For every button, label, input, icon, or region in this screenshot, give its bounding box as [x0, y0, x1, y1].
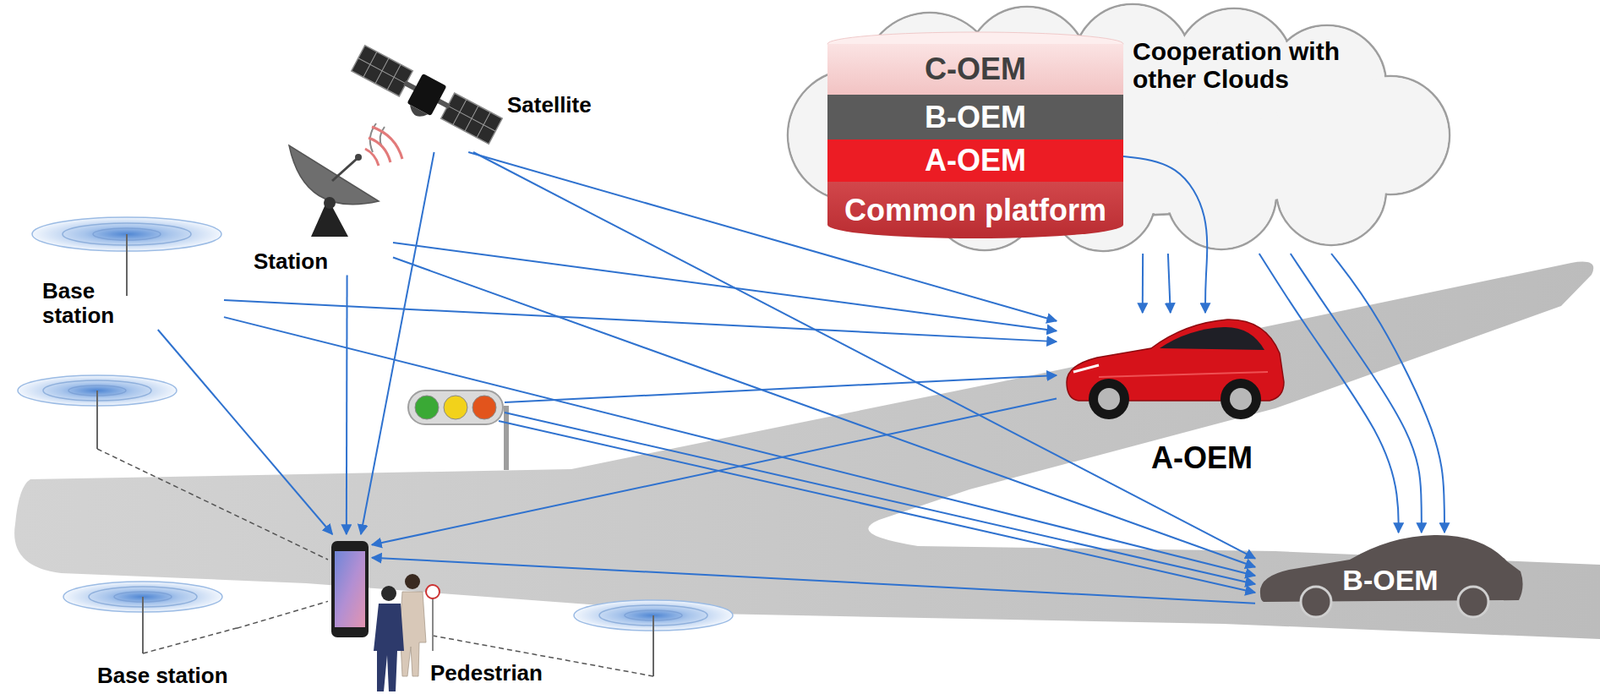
data-arrow: [360, 152, 435, 535]
traffic-light-arrow: [498, 375, 1256, 593]
cloud-fill: [1277, 136, 1385, 244]
base-station-icon: [652, 615, 655, 677]
cloud-fill: [788, 5, 1448, 250]
data-arrow: [371, 557, 1256, 604]
station-dish: [289, 145, 379, 205]
car-wheel: [1300, 586, 1332, 618]
data-arrow: [223, 300, 1057, 342]
base-station-icon: [17, 375, 177, 449]
satellite-icon: [347, 43, 504, 153]
station-dish: [371, 126, 403, 159]
base-station-icon: [125, 234, 128, 296]
road: [14, 262, 1600, 639]
smartphone: [331, 540, 369, 638]
pedestrian-node: Pedestrian: [327, 534, 372, 641]
node-label: Station: [253, 249, 328, 274]
traffic-light-arrow: [504, 412, 1256, 585]
car-wheel: [1458, 586, 1489, 618]
node-label: Base station: [42, 278, 119, 328]
pedestrian-figure: [431, 591, 434, 651]
red-car: [1066, 319, 1284, 420]
station-dish: [323, 196, 336, 209]
red-car: [1073, 365, 1099, 372]
station-dish: [332, 158, 357, 181]
station-dish: [354, 153, 362, 161]
smartphone: [331, 540, 369, 638]
data-arrow: [1331, 253, 1445, 533]
red-car: [1097, 387, 1120, 410]
platform-layer: B-OEM: [827, 94, 1124, 140]
data-arrow: [345, 275, 349, 535]
vehicle-node: B-OEM: [1255, 532, 1526, 619]
platform-layer: C-OEM: [827, 43, 1124, 95]
red-car: [1220, 378, 1262, 420]
layer-label: B-OEM: [924, 100, 1027, 135]
dashed-link: [142, 627, 237, 654]
satellite-icon: [406, 104, 428, 121]
pedestrian-figure: [398, 591, 426, 677]
pedestrian-figure: [373, 603, 405, 692]
smartphone: [334, 551, 366, 628]
platform-layer: Common platform: [827, 181, 1124, 239]
node-label: B-OEM: [1342, 564, 1438, 596]
pedestrian-figure: [425, 584, 440, 599]
dashed-link: [97, 448, 328, 560]
red-car: [1098, 371, 1268, 377]
platform-layer: A-OEM: [827, 139, 1124, 182]
data-arrow: [371, 398, 1057, 545]
data-arrow: [158, 329, 333, 535]
pedestrian-figure: [381, 585, 397, 601]
red-car: [1088, 378, 1130, 420]
station-dish: [365, 148, 379, 166]
data-arrow: [1259, 253, 1399, 533]
satellite-node: Satellite: [350, 52, 596, 153]
data-arrow: [223, 316, 1256, 576]
data-arrow: [1141, 253, 1144, 313]
traffic-light-arrow: [498, 420, 1256, 593]
traffic-light: [443, 395, 468, 420]
traffic-light: [415, 395, 439, 420]
cloud-fill: [1167, 140, 1275, 248]
layer-label: A-OEM: [924, 143, 1027, 178]
red-car: [1159, 327, 1265, 350]
base-station-icon: [573, 600, 733, 677]
base-station-icon: [96, 390, 99, 449]
node-label: Pedestrian: [430, 660, 543, 686]
traffic-light: [408, 390, 509, 470]
pedestrian-figure: [404, 573, 421, 590]
node-label: Satellite: [507, 92, 592, 118]
station-dish: [289, 126, 403, 237]
node-label: A-OEM: [1151, 441, 1253, 476]
station-dish: [365, 126, 403, 166]
station-dish: [368, 137, 391, 163]
data-arrow: [393, 257, 1256, 568]
base-station-node: Base station: [29, 215, 224, 330]
cloud-outline: [787, 4, 1450, 252]
traffic-light-arrow: [504, 375, 1057, 403]
satellite-icon: [351, 45, 503, 144]
traffic-light: [503, 405, 509, 470]
data-arrow: [1168, 253, 1171, 313]
data-arrow: [1290, 253, 1422, 533]
layer-label: C-OEM: [924, 52, 1027, 87]
data-arrow: [393, 242, 1057, 331]
node-label: Cooperation with other Clouds: [1132, 37, 1387, 93]
layer-label: Common platform: [844, 193, 1107, 228]
cloud-node: Cooperation with other Clouds C-OEM B-OEM A…: [773, 0, 1454, 254]
station-node: Station: [249, 126, 394, 276]
traffic-light: [472, 395, 497, 420]
red-car: [1229, 387, 1252, 410]
base-station-icon: [63, 581, 223, 654]
base-station-node: Base station: [59, 574, 237, 690]
dashed-link: [236, 600, 328, 628]
node-label: Base station: [97, 663, 229, 689]
vehicle-node: A-OEM: [1056, 312, 1289, 478]
base-station-icon: [141, 596, 144, 654]
traffic-light: [408, 390, 503, 425]
